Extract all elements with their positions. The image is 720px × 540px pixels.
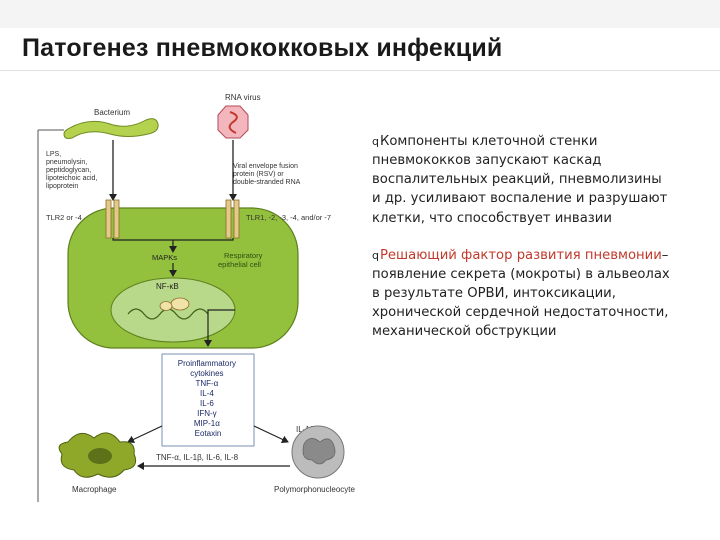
- tlr-right-receptor: [225, 199, 240, 239]
- mapks-label: MAPKs: [152, 253, 177, 262]
- cytokine-item: IL-6: [200, 399, 214, 408]
- cytokine-item: IL-4: [200, 389, 214, 398]
- top-band: [0, 0, 720, 28]
- nfkb-complex-icon: [170, 297, 190, 311]
- bullet-item: qКомпоненты клеточной стенки пневмококко…: [372, 132, 672, 228]
- viral-line: protein (RSV) or: [233, 171, 284, 178]
- cytokine-item: IFN-γ: [197, 409, 217, 418]
- rna-strand-icon: [228, 111, 238, 134]
- respiratory-line: epithelial cell: [218, 260, 261, 269]
- bullet-text: – появление секрета (мокроты) в альвеола…: [372, 247, 670, 340]
- cytokine-item: cytokines: [190, 369, 223, 378]
- to-polymorph-arrow: [253, 425, 289, 444]
- tlr-right-label: TLR1, -2, -3, -4, and/or -7: [246, 213, 331, 222]
- cytokine-item: MIP-1α: [194, 419, 220, 428]
- bullet-list: qКомпоненты клеточной стенки пневмококко…: [372, 132, 672, 359]
- nfkb-complex-icon: [159, 301, 173, 311]
- macrophage-nucleus: [88, 448, 112, 464]
- viral-components-text: Viral envelope fusion protein (RSV) or d…: [233, 163, 301, 186]
- polymorph-nucleus: [302, 438, 336, 465]
- lps-line: lipoprotein: [46, 183, 78, 190]
- tlr-left-label: TLR2 or -4: [46, 213, 82, 222]
- respiratory-cell-label: Respiratory epithelial cell: [218, 251, 264, 269]
- bottom-cytokines-label: TNF-α, IL-1β, IL-6, IL-8: [156, 453, 239, 462]
- lps-line: LPS,: [46, 151, 61, 158]
- cytokine-list: Proinflammatory cytokines TNF-α IL-4 IL-…: [178, 359, 238, 438]
- lps-components-text: LPS, pneumolysin, peptidoglycan, lipotei…: [46, 151, 99, 190]
- to-macrophage-arrow: [127, 425, 163, 444]
- lps-line: lipoteichoic acid,: [46, 175, 97, 182]
- viral-line: Viral envelope fusion: [233, 163, 298, 170]
- bullet-highlight: Решающий фактор развития пневмонии: [379, 247, 662, 263]
- cytokine-item: Proinflammatory: [178, 359, 236, 368]
- rna-virus-label: RNA virus: [225, 93, 261, 102]
- bullet-marker-icon: q: [372, 248, 379, 262]
- bacterium-label: Bacterium: [94, 108, 130, 117]
- lps-line: pneumolysin,: [46, 159, 87, 166]
- nucleus-output-line: [204, 309, 235, 347]
- bullet-text: Компоненты клеточной стенки пневмококков…: [372, 134, 668, 226]
- macrophage-label: Macrophage: [72, 485, 117, 494]
- nfkb-label: NF-κB: [156, 282, 179, 291]
- title-divider: [0, 70, 720, 71]
- cytokine-item: Eotaxin: [195, 429, 222, 438]
- cytokine-item: TNF-α: [195, 379, 218, 388]
- slide-title: Патогенез пневмококковых инфекций: [22, 34, 503, 62]
- bullet-marker-icon: q: [372, 135, 379, 148]
- viral-line: double-stranded RNA: [233, 179, 301, 186]
- lps-line: peptidoglycan,: [46, 167, 91, 174]
- respiratory-line: Respiratory: [224, 251, 263, 260]
- pathogenesis-diagram: RNA virus Bacterium LPS, pneumolysin, pe…: [37, 93, 355, 502]
- cytokine-box: [161, 353, 255, 447]
- bacterium-icon: [63, 118, 159, 139]
- tlr-left-receptor: [105, 199, 120, 239]
- bullet-item: qРешающий фактор развития пневмонии– поя…: [372, 246, 672, 342]
- polymorph-label: Polymorphonucleocyte: [274, 485, 355, 494]
